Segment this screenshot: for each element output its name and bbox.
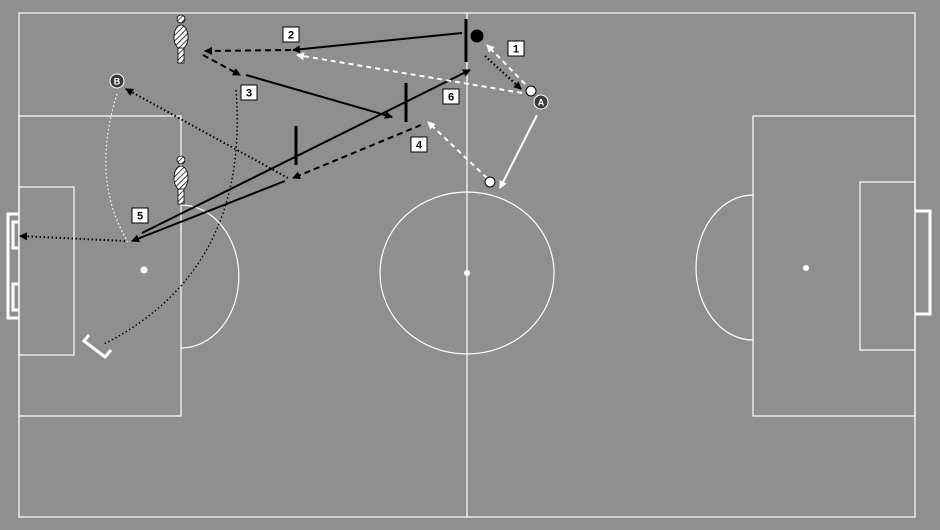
white-dashed-arrow [486,44,526,85]
svg-text:3: 3 [246,88,252,100]
run-arrow [202,54,241,76]
mannequin-icon [173,14,189,64]
run-b-curve [105,93,129,243]
left-goal [6,212,19,320]
left-penalty-area [18,115,182,417]
right-penalty-spot [803,265,809,271]
step-label-5: 5 [131,207,149,224]
white-dashed-arrow [427,121,488,179]
mannequin-icon [173,155,189,205]
pitch [18,12,916,518]
dotted-arrow [484,55,522,90]
ball-icon [484,176,496,188]
svg-text:5: 5 [137,211,143,223]
right-goal [915,209,932,316]
run-long-curve [103,89,238,345]
run-arrow [292,124,422,180]
svg-text:1: 1 [513,44,519,56]
center-circle [379,191,555,355]
step-label-6: 6 [442,88,460,105]
player-a: A [533,94,549,110]
dotted-arrow [125,88,289,179]
player-b-label: B [114,77,121,87]
pass-arrow [141,69,471,234]
step-label-3: 3 [240,84,258,101]
white-pass-arrow [499,114,538,189]
pass-arrow [245,74,393,119]
white-dashed-arrow [296,52,523,94]
right-penalty-arc [695,194,754,341]
svg-text:4: 4 [416,140,423,152]
svg-text:6: 6 [448,92,454,104]
pass-arrows [19,32,538,243]
center-spot [464,270,470,276]
left-penalty-arc [180,204,240,349]
mini-goal-icon [81,334,113,360]
player-b: B [109,73,125,89]
ball-icon [470,29,484,43]
player-a-label: A [538,98,545,108]
right-penalty-area [752,115,916,417]
right-goal-area [859,181,916,351]
step-label-4: 4 [410,136,428,153]
defender-markers [294,19,468,165]
ball-icon [525,85,537,97]
run-arrow [204,46,292,55]
left-penalty-spot [140,266,148,274]
svg-text:2: 2 [288,30,294,42]
pass-arrow [292,32,463,54]
step-label-2: 2 [282,26,300,43]
left-goal-area [18,186,75,356]
dribble-runs [103,89,238,345]
dotted-arrow [19,232,126,242]
step-label-1: 1 [507,40,525,57]
pass-arrow [131,180,286,243]
